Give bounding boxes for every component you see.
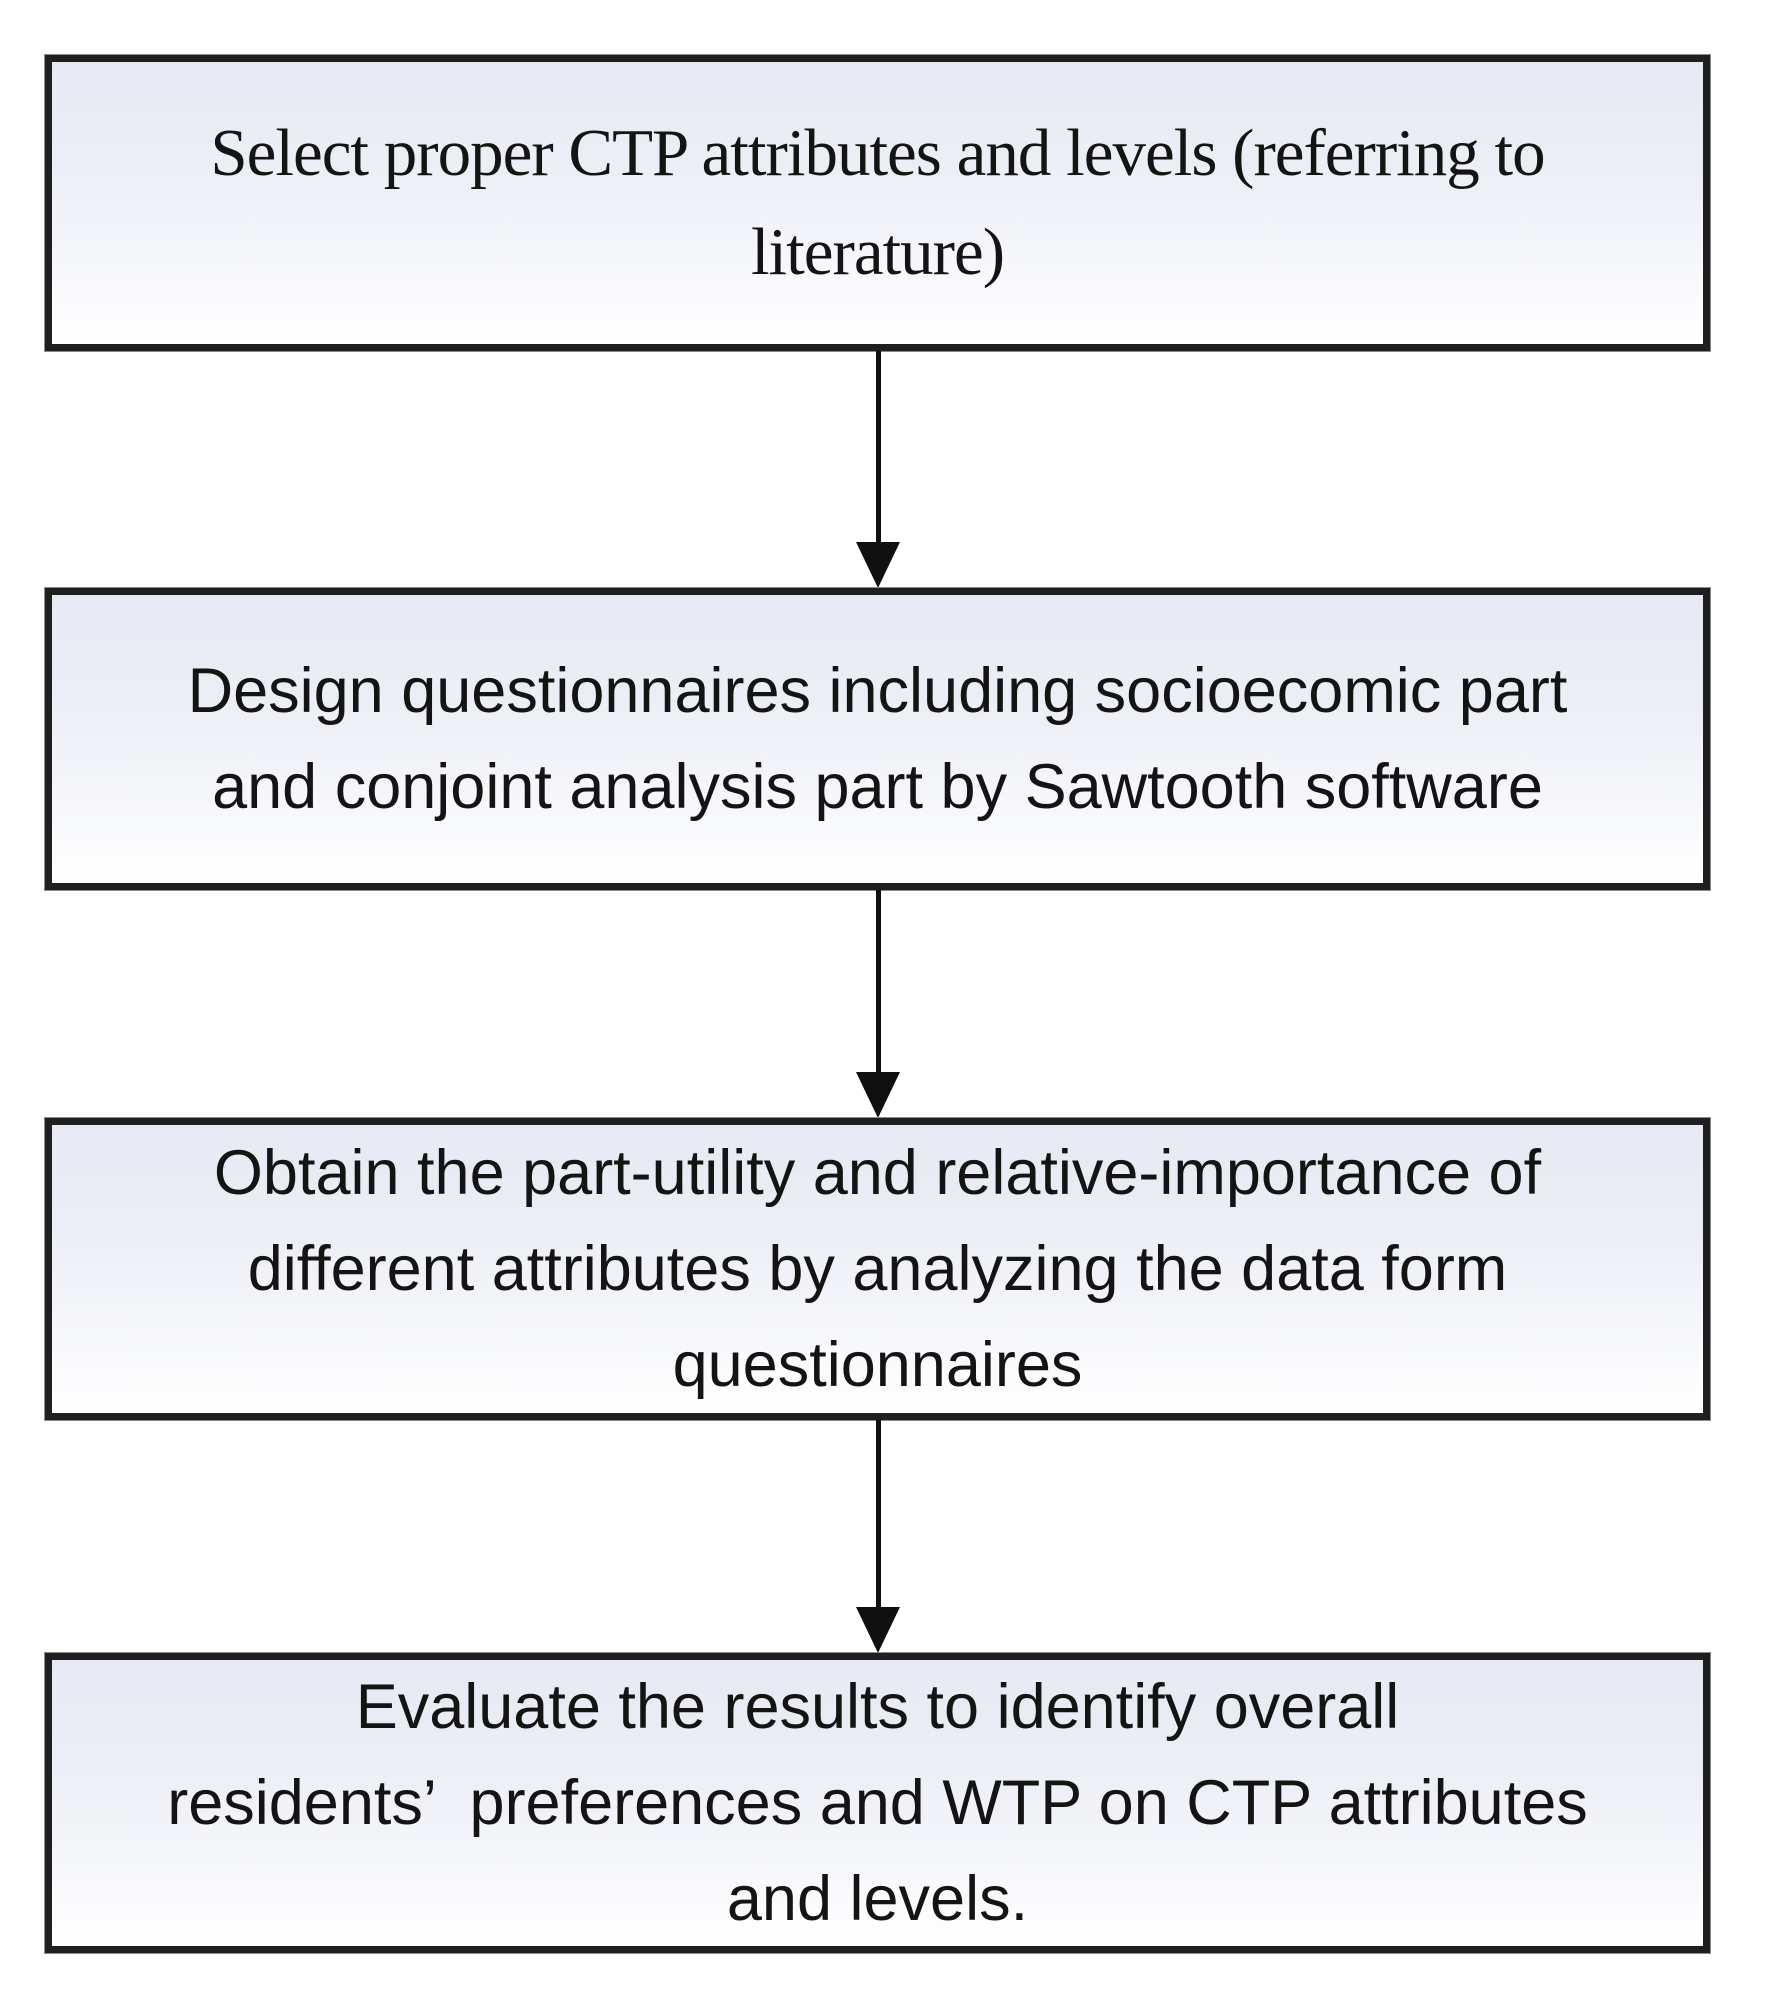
step-3-line-3: questionnaires — [672, 1330, 1083, 1400]
arrow-head-icon — [856, 1607, 900, 1653]
arrow-shaft — [875, 351, 881, 542]
connector-arrow-1 — [855, 351, 901, 588]
step-3-line-1: Obtain the part-utility and relative-imp… — [213, 1138, 1542, 1208]
step-2-line-2: and conjoint analysis part by Sawtooth s… — [212, 752, 1543, 822]
step-1-line-2: literature) — [750, 215, 1005, 289]
arrow-shaft — [875, 1420, 881, 1607]
step-2-line-1: Design questionnaires including socioeco… — [187, 656, 1568, 726]
arrow-head-icon — [856, 1072, 900, 1118]
step-1-line-1: Select proper CTP attributes and levels … — [210, 116, 1545, 190]
connector-arrow-3 — [855, 1420, 901, 1653]
flow-step-select-attributes: Select proper CTP attributes and levels … — [45, 55, 1710, 351]
arrow-head-icon — [856, 542, 900, 588]
step-3-line-2: different attributes by analyzing the da… — [247, 1234, 1508, 1304]
flow-step-evaluate-results: Evaluate the results to identify overall… — [45, 1653, 1710, 1953]
step-4-line-2: residents’ preferences and WTP on CTP at… — [167, 1768, 1588, 1838]
flow-step-obtain-part-utility: Obtain the part-utility and relative-imp… — [45, 1118, 1710, 1420]
flow-step-design-questionnaires: Design questionnaires including socioeco… — [45, 588, 1710, 890]
step-4-line-3: and levels. — [726, 1864, 1029, 1934]
arrow-shaft — [875, 890, 881, 1072]
step-4-line-1: Evaluate the results to identify overall — [355, 1672, 1400, 1742]
connector-arrow-2 — [855, 890, 901, 1118]
